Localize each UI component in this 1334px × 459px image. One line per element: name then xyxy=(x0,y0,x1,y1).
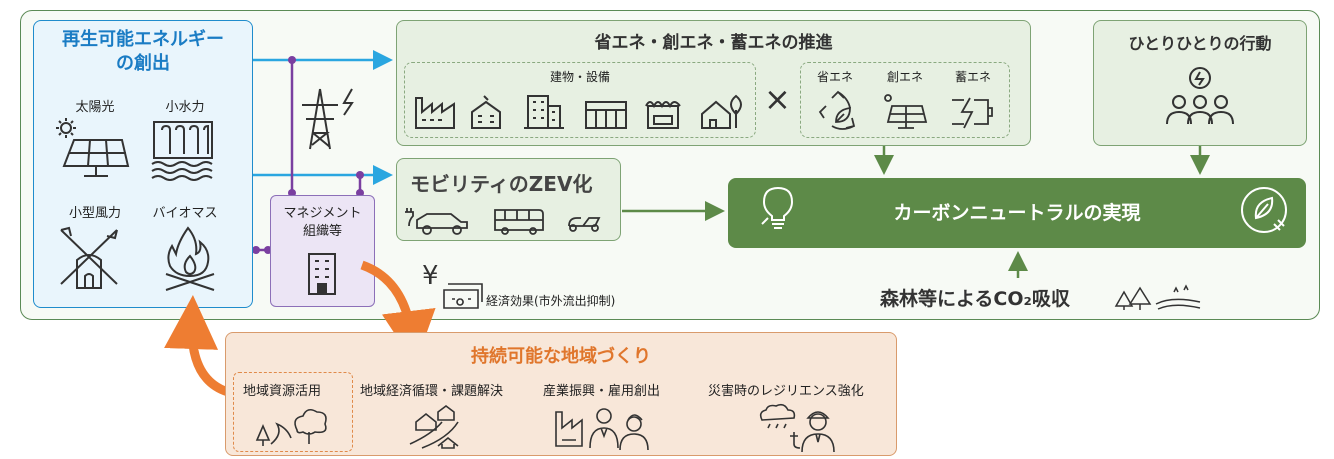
cross-symbol: × xyxy=(764,80,791,118)
management-line2: 組織等 xyxy=(302,224,342,239)
forest-trees-icon xyxy=(1114,284,1201,310)
economic-circulation-label: 地域経済循環・課題解決 xyxy=(360,384,504,399)
biomass-fire-icon xyxy=(165,226,215,291)
nature-resources-icon xyxy=(255,408,327,446)
buildings-icons xyxy=(415,94,742,129)
management-line1: マネジメント xyxy=(283,206,362,221)
carbon-neutral-title: カーボンニュートラルの実現 xyxy=(893,202,1141,224)
lightbulb-icon xyxy=(761,186,794,229)
renewable-title-line1: 再生可能エネルギー xyxy=(62,29,224,50)
eco-plug-icon xyxy=(1241,187,1287,233)
carbon-neutral-box xyxy=(728,178,1306,248)
renewable-title-line2: の創出 xyxy=(116,53,170,74)
mobility-title: モビリティのZEV化 xyxy=(410,172,593,196)
office-building-icon xyxy=(308,253,336,295)
solar-label: 太陽光 xyxy=(75,100,115,115)
save-energy-label: 省エネ xyxy=(816,70,853,84)
hydro-dam-icon xyxy=(151,121,213,181)
forest-absorption-title: 森林等によるCO₂吸収 xyxy=(880,288,1070,310)
create-energy-label: 創エネ xyxy=(886,70,923,84)
sustainable-community-title: 持続可能な地域づくり xyxy=(471,346,651,367)
individual-action-title: ひとりひとりの行動 xyxy=(1128,34,1272,53)
houses-road-icon xyxy=(409,405,459,449)
local-resources-group xyxy=(233,372,353,452)
economic-effect-label: 経済効果(市外流出抑制) xyxy=(486,294,616,308)
energy-promotion-title: 省エネ・創エネ・蓄エネの推進 xyxy=(594,33,833,53)
biomass-label: バイオマス xyxy=(152,206,218,221)
hydro-label: 小水力 xyxy=(165,100,205,115)
energy-promotion-box xyxy=(396,20,1031,146)
people-lightbulb-icon xyxy=(1166,67,1234,125)
solar-panel-icon xyxy=(56,118,130,177)
wind-label: 小型風力 xyxy=(68,206,121,221)
buildings-group xyxy=(404,62,756,138)
solar-panel-small-icon xyxy=(884,94,928,129)
power-tower-icon xyxy=(302,88,354,150)
local-resources-label: 地域資源活用 xyxy=(243,384,322,399)
windmill-icon xyxy=(60,226,118,289)
buildings-label: 建物・設備 xyxy=(549,70,610,84)
recycle-leaf-icon xyxy=(818,90,856,130)
resilience-worker-icon xyxy=(759,403,835,453)
renewable-energy-box xyxy=(33,20,253,308)
money-bills-icon xyxy=(443,283,483,309)
factory-workers-icon xyxy=(555,408,649,451)
sustainable-community-box xyxy=(225,332,897,456)
vehicles-icons xyxy=(405,208,601,235)
store-energy-label: 蓄エネ xyxy=(954,70,991,84)
industry-label: 産業振興・雇用創出 xyxy=(543,384,661,399)
resilience-label: 災害時のレジリエンス強化 xyxy=(708,384,864,399)
management-title: マネジメント 組織等 xyxy=(270,205,375,241)
energy-trio-group xyxy=(800,62,1010,138)
battery-icon xyxy=(952,97,993,129)
yen-symbol: ¥ xyxy=(422,261,439,291)
renewable-energy-title: 再生可能エネルギー の創出 xyxy=(33,28,253,76)
